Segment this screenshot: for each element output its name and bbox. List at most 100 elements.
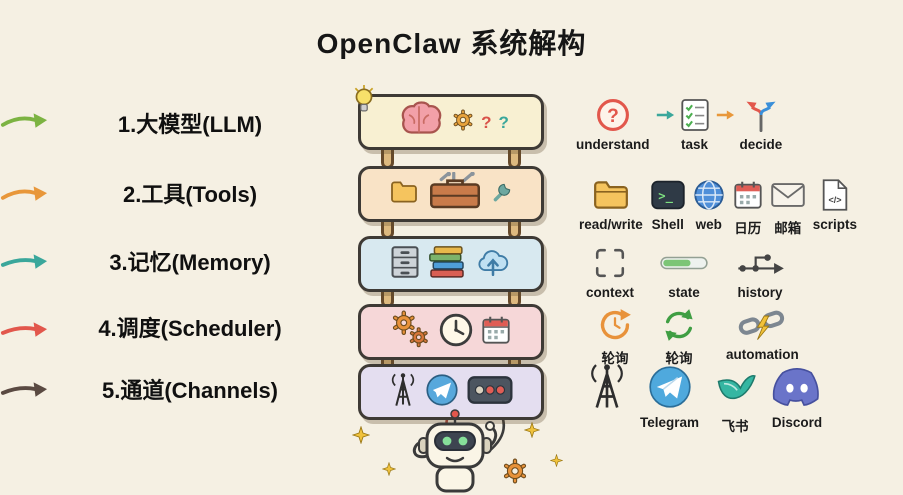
feishu-bird-icon — [713, 362, 757, 412]
memory-outputs: context state history — [586, 244, 786, 300]
output-label: understand — [576, 137, 650, 152]
question-circle-icon: ? — [595, 96, 631, 134]
question-mark-red: ? — [481, 112, 492, 132]
output-history: history — [734, 244, 786, 300]
layer-label-llm: 1.大模型(LLM) — [117, 112, 263, 137]
output-understand: ? understand — [576, 96, 650, 152]
channels-outputs: Telegram 飞书 Discord — [588, 362, 823, 435]
layer-label-scheduler: 4.调度(Scheduler) — [98, 316, 282, 341]
gear-icon — [503, 458, 527, 484]
output-read-write: read/write — [579, 176, 643, 232]
books-icon — [427, 245, 467, 283]
layer-box-llm: ? ? — [354, 85, 544, 150]
sparkle-icon — [382, 462, 396, 476]
layer-label-tools: 2.工具(Tools) — [122, 182, 258, 207]
antenna-tower-icon — [588, 362, 626, 412]
output-label: history — [737, 285, 783, 300]
svg-text:?: ? — [607, 106, 619, 127]
output-state: state — [660, 244, 708, 300]
gear-icon — [452, 108, 474, 136]
tools-outputs: read/write >_ Shell web 日历 邮箱 — [579, 176, 857, 237]
output-label: decide — [739, 137, 783, 152]
output-mail: 邮箱 — [771, 176, 805, 237]
file-cabinet-icon — [390, 245, 420, 284]
output-polling-1: 轮询 — [598, 306, 632, 367]
output-label: 日历 — [734, 221, 762, 236]
wrench-icon — [491, 180, 513, 209]
output-label: Shell — [651, 217, 684, 232]
output-label: 飞书 — [721, 419, 749, 434]
knob-panel-icon — [466, 375, 514, 410]
chain-lightning-icon — [736, 306, 788, 344]
output-label: scripts — [812, 217, 858, 232]
output-label: 轮询 — [601, 351, 629, 366]
output-label: task — [681, 137, 709, 152]
page-title: OpenClaw 系统解构 — [316, 28, 587, 59]
output-task: task — [680, 96, 710, 152]
arrow-scheduler-outputs — [0, 322, 48, 337]
output-scripts: </> scripts — [813, 176, 857, 232]
toolbox-icon — [426, 171, 484, 217]
output-label: web — [695, 217, 722, 232]
output-label: 轮询 — [665, 351, 693, 366]
recycle-arrows-icon — [662, 306, 696, 344]
selection-brackets-icon — [594, 244, 626, 282]
arrow-tools-outputs — [0, 186, 48, 201]
arrow-memory-outputs — [0, 254, 48, 269]
checklist-icon — [680, 96, 710, 134]
calendar-icon — [733, 176, 763, 214]
timeline-icon — [734, 244, 786, 282]
cloud-upload-icon — [474, 247, 512, 282]
layer-label-channels: 5.通道(Channels) — [101, 378, 279, 403]
discord-icon — [771, 362, 823, 412]
sparkle-icon — [524, 422, 540, 438]
output-polling-2: 轮询 — [662, 306, 696, 367]
arrow-channels-outputs — [0, 382, 48, 397]
layer-box-scheduler — [358, 304, 544, 360]
globe-icon — [693, 176, 725, 214]
layer-box-memory — [358, 236, 544, 292]
output-decide: decide — [739, 96, 783, 152]
layer-label-memory: 3.记忆(Memory) — [109, 250, 271, 275]
output-label: Telegram — [640, 415, 700, 430]
output-label: read/write — [579, 217, 643, 232]
question-mark-teal: ? — [498, 112, 509, 132]
arrow-llm-outputs — [0, 113, 48, 128]
mini-arrow-icon — [655, 108, 675, 127]
progress-bar-icon — [660, 244, 708, 282]
clock-icon — [438, 312, 474, 353]
sparkle-icon — [550, 454, 563, 467]
branch-arrows-icon — [742, 96, 780, 134]
scheduler-outputs: 轮询 轮询 automation — [598, 306, 799, 367]
channel-feishu: 飞书 — [713, 362, 757, 435]
svg-text:>_: >_ — [658, 189, 673, 204]
sparkle-icon — [352, 426, 370, 444]
gears-icon — [391, 310, 431, 355]
envelope-icon — [771, 176, 805, 214]
refresh-cycle-icon — [598, 306, 632, 344]
folder-icon — [592, 176, 630, 214]
calendar-icon — [481, 315, 511, 350]
mini-arrow-icon — [715, 108, 735, 127]
layer-box-channels — [358, 364, 544, 420]
output-label: 邮箱 — [774, 221, 802, 236]
llm-outputs: ? understand task decide — [576, 96, 782, 152]
svg-text:</>: </> — [828, 195, 841, 205]
output-label: Discord — [771, 415, 823, 430]
terminal-icon: >_ — [651, 176, 685, 214]
robot-mascot — [412, 409, 498, 493]
code-file-icon: </> — [821, 176, 849, 214]
output-label: state — [668, 285, 700, 300]
channel-discord: Discord — [771, 362, 823, 430]
output-automation: automation — [726, 306, 799, 362]
antenna-icon — [388, 371, 418, 414]
channel-telegram: Telegram — [640, 362, 699, 430]
output-label: automation — [726, 347, 799, 362]
output-shell: >_ Shell — [651, 176, 685, 232]
brain-icon — [393, 100, 445, 145]
layer-box-tools — [358, 166, 544, 222]
paper-plane-icon — [425, 373, 459, 412]
channel-antenna — [588, 362, 626, 412]
output-label: context — [586, 285, 635, 300]
